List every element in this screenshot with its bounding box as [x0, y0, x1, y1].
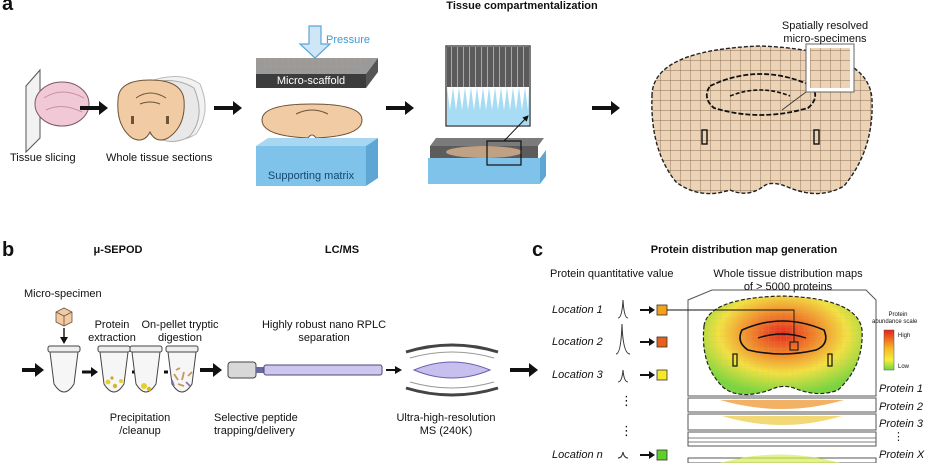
orbitrap-ms [405, 343, 499, 397]
tube-2 [97, 345, 131, 393]
label-tissue-slicing: Tissue slicing [10, 152, 76, 164]
label-quant-value: Protein quantitative value [550, 268, 674, 280]
supporting-matrix-illustration [256, 138, 378, 186]
whole-tissue-sections-illustration [117, 76, 206, 142]
gridded-brain-section [651, 43, 873, 195]
flow-arrow-b-in [22, 363, 44, 377]
panel-b-letter: b [2, 239, 15, 261]
label-pressure: Pressure [326, 34, 371, 46]
micro-specimen-cube [55, 307, 73, 344]
label-supporting-matrix: Supporting matrix [267, 170, 355, 182]
micro-scaffold-illustration [256, 58, 378, 88]
label-precipitation-1: Precipitation [109, 412, 171, 424]
label-spatially-resolved-2: micro-specimens [783, 33, 867, 45]
flow-arrow-4 [592, 101, 620, 115]
peak-location-n [617, 451, 629, 459]
label-uhr-ms-1: Ultra-high-resolution [396, 412, 496, 424]
label-on-pellet-1: On-pellet tryptic [141, 319, 219, 331]
tube-1 [47, 345, 81, 393]
panel-c-letter: c [532, 239, 544, 261]
flow-arrow-1 [80, 101, 108, 115]
vertical-ellipsis-1: ⋮ [620, 393, 633, 408]
label-location-n: Location n [552, 449, 603, 461]
nano-rplc-column [263, 364, 383, 376]
label-protein-extraction-2: extraction [88, 332, 136, 344]
label-whole-tissue-sections: Whole tissue sections [106, 152, 213, 164]
heat-map-brain [667, 295, 863, 396]
tube-3 [129, 345, 163, 393]
abundance-scale-bar [883, 329, 895, 371]
flow-arrow-b-lc [200, 363, 222, 377]
vertical-ellipsis-2: ⋮ [620, 423, 633, 438]
label-protein-1: Protein 1 [879, 383, 924, 395]
legend-title-2: abundance scale [872, 319, 918, 325]
panel-b-title-sepod: μ-SEPOD [93, 244, 143, 256]
flow-arrow-b-c [510, 363, 538, 377]
peak-location-2 [615, 323, 631, 355]
legend-title-1: Protein [888, 312, 908, 318]
label-location-3: Location 3 [552, 369, 603, 381]
label-micro-specimen: Micro-specimen [24, 288, 102, 300]
label-protein-x: Protein X [879, 449, 925, 461]
flow-arrow-2 [214, 101, 242, 115]
tissue-slicing-illustration [25, 68, 90, 154]
label-nano-rplc-1: Highly robust nano RPLC [261, 319, 387, 331]
tissue-section-middle [261, 103, 363, 139]
flow-arrow-ms [386, 366, 402, 374]
location-marker-n [640, 449, 668, 461]
peak-location-3 [617, 369, 629, 383]
label-precipitation-2: /cleanup [119, 425, 161, 437]
location-2-color-square [656, 336, 668, 348]
label-protein-2: Protein 2 [879, 401, 924, 413]
label-spatially-resolved-1: Spatially resolved [781, 20, 869, 32]
trap-column [227, 361, 264, 379]
legend-low: Low [898, 364, 910, 370]
flow-arrow-t1 [82, 367, 98, 377]
pressure-arrow [298, 25, 332, 59]
tube-4 [165, 345, 199, 393]
label-on-pellet-2: digestion [157, 332, 203, 344]
panel-a-title: Tissue compartmentalization [446, 0, 598, 12]
label-uhr-ms-2: MS (240K) [419, 425, 473, 437]
legend-high: High [898, 333, 911, 339]
label-whole-maps-2: of > 5000 proteins [743, 281, 833, 293]
location-marker-3 [640, 369, 668, 381]
label-selective-1: Selective peptide [214, 412, 298, 424]
panel-b-title-lcms: LC/MS [324, 244, 360, 256]
peak-location-1 [617, 299, 629, 319]
label-location-1: Location 1 [552, 304, 603, 316]
vertical-ellipsis-3: ⋮ [893, 431, 904, 443]
label-selective-2: trapping/delivery [214, 425, 295, 437]
panel-c-title: Protein distribution map generation [650, 244, 838, 256]
label-whole-maps-1: Whole tissue distribution maps [713, 268, 863, 280]
location-1-color-square [656, 304, 668, 316]
location-marker-2 [640, 336, 668, 348]
label-location-2: Location 2 [552, 336, 603, 348]
label-protein-3: Protein 3 [879, 418, 924, 430]
location-3-color-square [656, 369, 668, 381]
location-n-color-square [656, 449, 668, 461]
label-micro-scaffold: Micro-scaffold [276, 75, 346, 87]
compartmentalization-illustration [428, 45, 546, 184]
panel-a-letter: a [2, 0, 14, 15]
label-protein-extraction-1: Protein [94, 319, 130, 331]
label-nano-rplc-2: separation [298, 332, 350, 344]
flow-arrow-3 [386, 101, 414, 115]
location-marker-1 [640, 304, 668, 316]
